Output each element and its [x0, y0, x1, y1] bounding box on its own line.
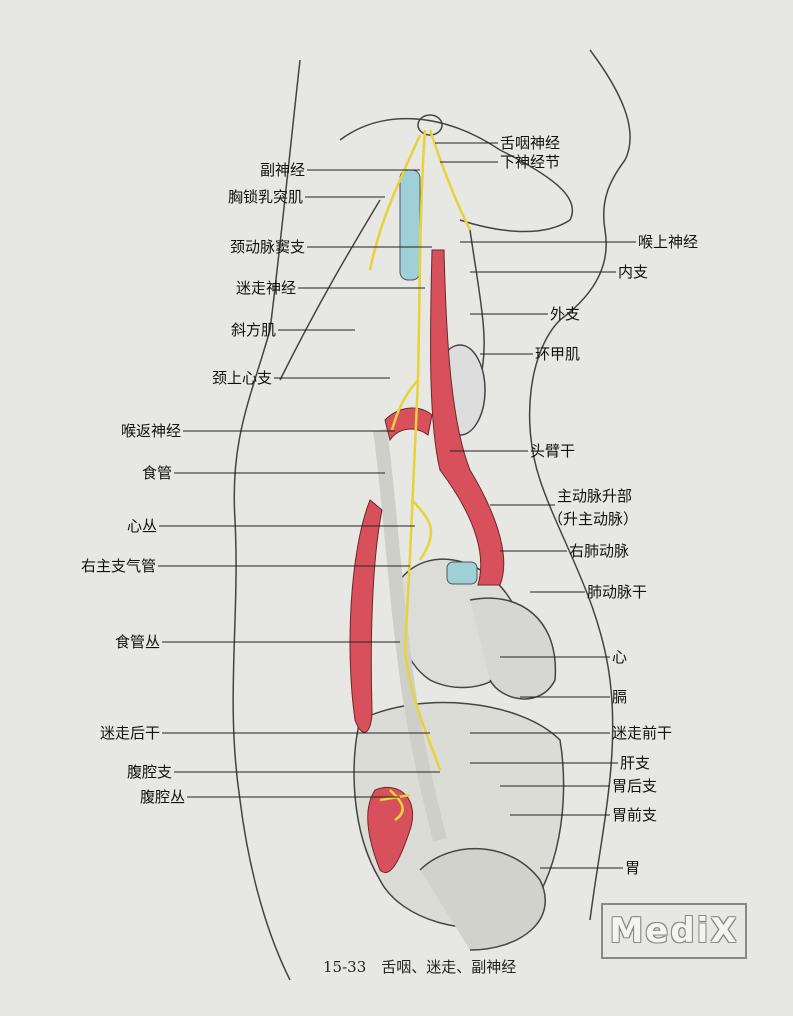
label-heart: 心 [612, 648, 628, 666]
label-celiac-branch: 腹腔支 [126, 763, 172, 781]
figure-caption: 15-33 舌咽、迷走、副神经 [323, 958, 517, 976]
label-anterior-gastric-branch: 胃前支 [612, 806, 658, 824]
label-pulmonary-trunk: 肺动脉干 [587, 583, 648, 601]
label-carotid-sinus-branch: 颈动脉窦支 [229, 238, 305, 256]
leader-lines [158, 142, 636, 869]
label-stomach: 胃 [625, 859, 641, 877]
label-esophageal-plexus: 食管丛 [114, 633, 160, 651]
label-internal-branch: 内支 [618, 263, 649, 281]
label-celiac-plexus: 腹腔丛 [139, 788, 185, 806]
watermark-logo: MediX [601, 903, 747, 959]
label-brachiocephalic-trunk: 头臂干 [530, 442, 576, 460]
label-vagus-nerve: 迷走神经 [235, 279, 296, 297]
label-superior-cardiac-branch: 颈上心支 [211, 369, 272, 387]
label-cardiac-plexus: 心丛 [126, 517, 157, 535]
label-diaphragm: 膈 [612, 688, 628, 706]
label-posterior-vagal-trunk: 迷走后干 [99, 724, 160, 742]
label-trapezius: 斜方肌 [230, 321, 276, 339]
label-esophagus: 食管 [141, 464, 172, 482]
body-outline [232, 49, 631, 981]
label-ascending-aorta: 主动脉升部 [557, 487, 633, 505]
label-glossopharyngeal-nerve: 舌咽神经 [500, 134, 561, 152]
label-right-pulmonary-artery: 右肺动脉 [569, 542, 630, 560]
label-posterior-gastric-branch: 胃后支 [612, 777, 658, 795]
nerves [368, 129, 472, 822]
label-inferior-ganglion: 下神经节 [500, 153, 561, 171]
label-sternocleidomastoid: 胸锁乳突肌 [227, 188, 303, 206]
label-accessory-nerve: 副神经 [259, 161, 305, 179]
label-external-branch: 外支 [550, 305, 581, 323]
label-anterior-vagal-trunk: 迷走前干 [612, 724, 673, 742]
arteries [349, 249, 505, 873]
pulmonary-vessel [446, 561, 478, 585]
label-ascending-aorta-alt: （升主动脉） [548, 510, 639, 528]
label-right-main-bronchus: 右主支气管 [80, 557, 156, 575]
internal-jugular-vein [399, 169, 421, 281]
label-superior-laryngeal-nerve: 喉上神经 [638, 233, 699, 251]
label-cricothyroid: 环甲肌 [535, 345, 581, 363]
label-hepatic-branch: 肝支 [620, 754, 651, 772]
label-recurrent-laryngeal-nerve: 喉返神经 [120, 422, 181, 440]
